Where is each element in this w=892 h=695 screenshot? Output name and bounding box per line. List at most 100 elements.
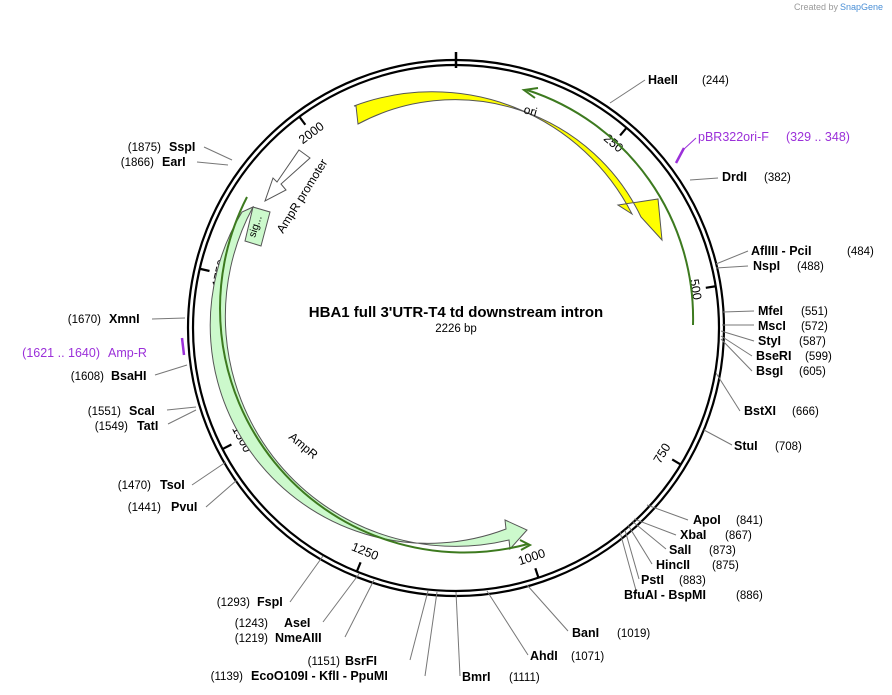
feature-ampr-label: AmpR — [286, 430, 321, 462]
enzyme-bmri-name[interactable]: BmrI — [462, 670, 490, 684]
enzyme-haeii-name[interactable]: HaeII — [648, 73, 678, 87]
enzyme-tati-pos: (1549) — [95, 421, 128, 433]
enzyme-msci-name[interactable]: MscI — [758, 319, 786, 333]
enzyme-stui-pos: (708) — [775, 441, 802, 453]
enzyme-mfei-name[interactable]: MfeI — [758, 304, 783, 318]
primer-pbr322ori-f-label[interactable]: pBR322ori-F — [698, 130, 769, 144]
ori-strand-line — [526, 89, 695, 326]
enzyme-haeii-pos: (244) — [702, 75, 729, 87]
enzyme-bsrfi-pos: (1151) — [308, 656, 341, 668]
enzyme-scai-pos: (1551) — [88, 406, 121, 418]
enzymes-bottom: BanI (1019) AhdI (1071) BmrI (1111) BsrF… — [211, 595, 651, 684]
tick-label-2000: 2000 — [296, 119, 327, 147]
feature-ampr-promoter-label: AmpR promoter — [274, 156, 331, 235]
enzyme-tsoi-pos: (1470) — [118, 480, 151, 492]
enzyme-drdi-pos: (382) — [764, 172, 791, 184]
enzyme-ahdi-pos: (1071) — [571, 651, 604, 663]
enzyme-bsgi-name[interactable]: BsgI — [756, 364, 783, 378]
enzyme-drdi-name[interactable]: DrdI — [722, 170, 747, 184]
feature-ori[interactable] — [353, 91, 663, 242]
enzyme-ahdi-name[interactable]: AhdI — [530, 649, 558, 663]
enzyme-bsahi-pos: (1608) — [71, 371, 104, 383]
enzyme-afliii-name[interactable]: AflIII - PciI — [751, 244, 811, 258]
enzyme-bstxi-pos: (666) — [792, 406, 819, 418]
tick-mark-1000 — [534, 567, 540, 579]
enzyme-psti-pos: (883) — [679, 575, 706, 587]
enzyme-bfuai-name[interactable]: BfuAI - BspMI — [624, 588, 706, 602]
tick-mark-750 — [671, 458, 682, 466]
enzyme-eari-name[interactable]: EarI — [162, 155, 186, 169]
enzyme-styi-name[interactable]: StyI — [758, 334, 781, 348]
enzyme-nmeaiii-pos: (1219) — [235, 633, 268, 645]
primer-pbr322ori-f-leader — [682, 137, 697, 151]
tick-mark-1500 — [222, 443, 232, 451]
enzyme-sspi-name[interactable]: SspI — [169, 140, 195, 154]
enzyme-nspi-name[interactable]: NspI — [753, 259, 780, 273]
enzyme-eari-pos: (1866) — [121, 157, 154, 169]
enzyme-nspi-pos: (488) — [797, 261, 824, 273]
enzyme-bseri-name[interactable]: BseRI — [756, 349, 791, 363]
enzyme-hincii-pos: (875) — [712, 560, 739, 572]
enzyme-tati-name[interactable]: TatI — [137, 419, 158, 433]
tick-mark-250 — [619, 127, 628, 137]
enzyme-asei-name[interactable]: AseI — [284, 616, 310, 630]
enzyme-apoi-pos: (841) — [736, 515, 763, 527]
enzyme-xbai-pos: (867) — [725, 530, 752, 542]
enzyme-xbai-name[interactable]: XbaI — [680, 528, 706, 542]
enzyme-nmeaiii-name[interactable]: NmeAIII — [275, 631, 322, 645]
primer-amp-r-mark — [180, 337, 186, 356]
enzyme-apoi-name[interactable]: ApoI — [693, 513, 721, 527]
enzyme-leaders — [151, 79, 755, 677]
primer-pbr322ori-f-range: (329 .. 348) — [786, 130, 850, 144]
enzyme-scai-name[interactable]: ScaI — [129, 404, 155, 418]
enzyme-bsahi-name[interactable]: BsaHI — [111, 369, 146, 383]
tick-mark-500 — [705, 285, 716, 289]
ampr-strand-arrowhead — [519, 539, 533, 551]
enzymes-left: PvuI (1441) TsoI (1470) TatI (1549) ScaI… — [68, 140, 198, 514]
enzyme-bstxi-name[interactable]: BstXI — [744, 404, 776, 418]
enzyme-stui-name[interactable]: StuI — [734, 439, 758, 453]
credit-brand: SnapGene — [840, 2, 883, 12]
enzyme-bmri-pos: (1111) — [509, 672, 540, 684]
primer-amp-r-range: (1621 .. 1640) — [22, 346, 100, 360]
enzymes-right: HaeII (244) DrdI (382) AflIII - PciI (48… — [624, 73, 874, 602]
primer-amp-r-label[interactable]: Amp-R — [108, 346, 147, 360]
feature-ampr-promoter[interactable] — [264, 149, 311, 203]
enzyme-fspi-pos: (1293) — [217, 597, 250, 609]
tick-label-750: 750 — [651, 441, 674, 466]
enzyme-ecoo109i-name[interactable]: EcoO109I - KflI - PpuMI — [251, 669, 388, 683]
enzyme-pvui-name[interactable]: PvuI — [171, 500, 197, 514]
enzyme-pvui-pos: (1441) — [128, 502, 161, 514]
enzyme-bani-name[interactable]: BanI — [572, 626, 599, 640]
enzyme-sali-pos: (873) — [709, 545, 736, 557]
tick-mark-1250 — [355, 561, 362, 572]
enzyme-fspi-name[interactable]: FspI — [257, 595, 283, 609]
feature-ampr[interactable] — [209, 205, 528, 551]
enzyme-bsrfi-name[interactable]: BsrFI — [345, 654, 377, 668]
tick-mark-1750 — [199, 267, 210, 273]
enzyme-mfei-pos: (551) — [801, 306, 828, 318]
ampr-strand-line — [219, 196, 529, 554]
tick-label-250: 250 — [601, 131, 626, 155]
enzyme-sspi-pos: (1875) — [128, 142, 161, 154]
enzyme-ecoo109i-pos: (1139) — [211, 671, 244, 683]
tick-mark-2000 — [298, 116, 307, 126]
ori-strand-arrowhead — [521, 87, 539, 99]
enzyme-afliii-pos: (484) — [847, 246, 874, 258]
enzyme-xmni-pos: (1670) — [68, 314, 101, 326]
enzyme-sali-name[interactable]: SalI — [669, 543, 691, 557]
enzyme-hincii-name[interactable]: HincII — [656, 558, 690, 572]
enzyme-tsoi-name[interactable]: TsoI — [160, 478, 185, 492]
tick-label-1250: 1250 — [349, 540, 380, 563]
enzyme-styi-pos: (587) — [799, 336, 826, 348]
enzyme-psti-name[interactable]: PstI — [641, 573, 664, 587]
plasmid-size: 2226 bp — [435, 323, 477, 335]
enzyme-bani-pos: (1019) — [617, 628, 650, 640]
enzyme-msci-pos: (572) — [801, 321, 828, 333]
credit-text: Created by — [794, 2, 839, 12]
enzyme-bfuai-pos: (886) — [736, 590, 763, 602]
enzyme-xmni-name[interactable]: XmnI — [109, 312, 140, 326]
feature-ori-label: ori — [522, 102, 539, 119]
feature-sig[interactable] — [244, 206, 271, 247]
primer-pbr322ori-f-mark — [674, 147, 686, 164]
